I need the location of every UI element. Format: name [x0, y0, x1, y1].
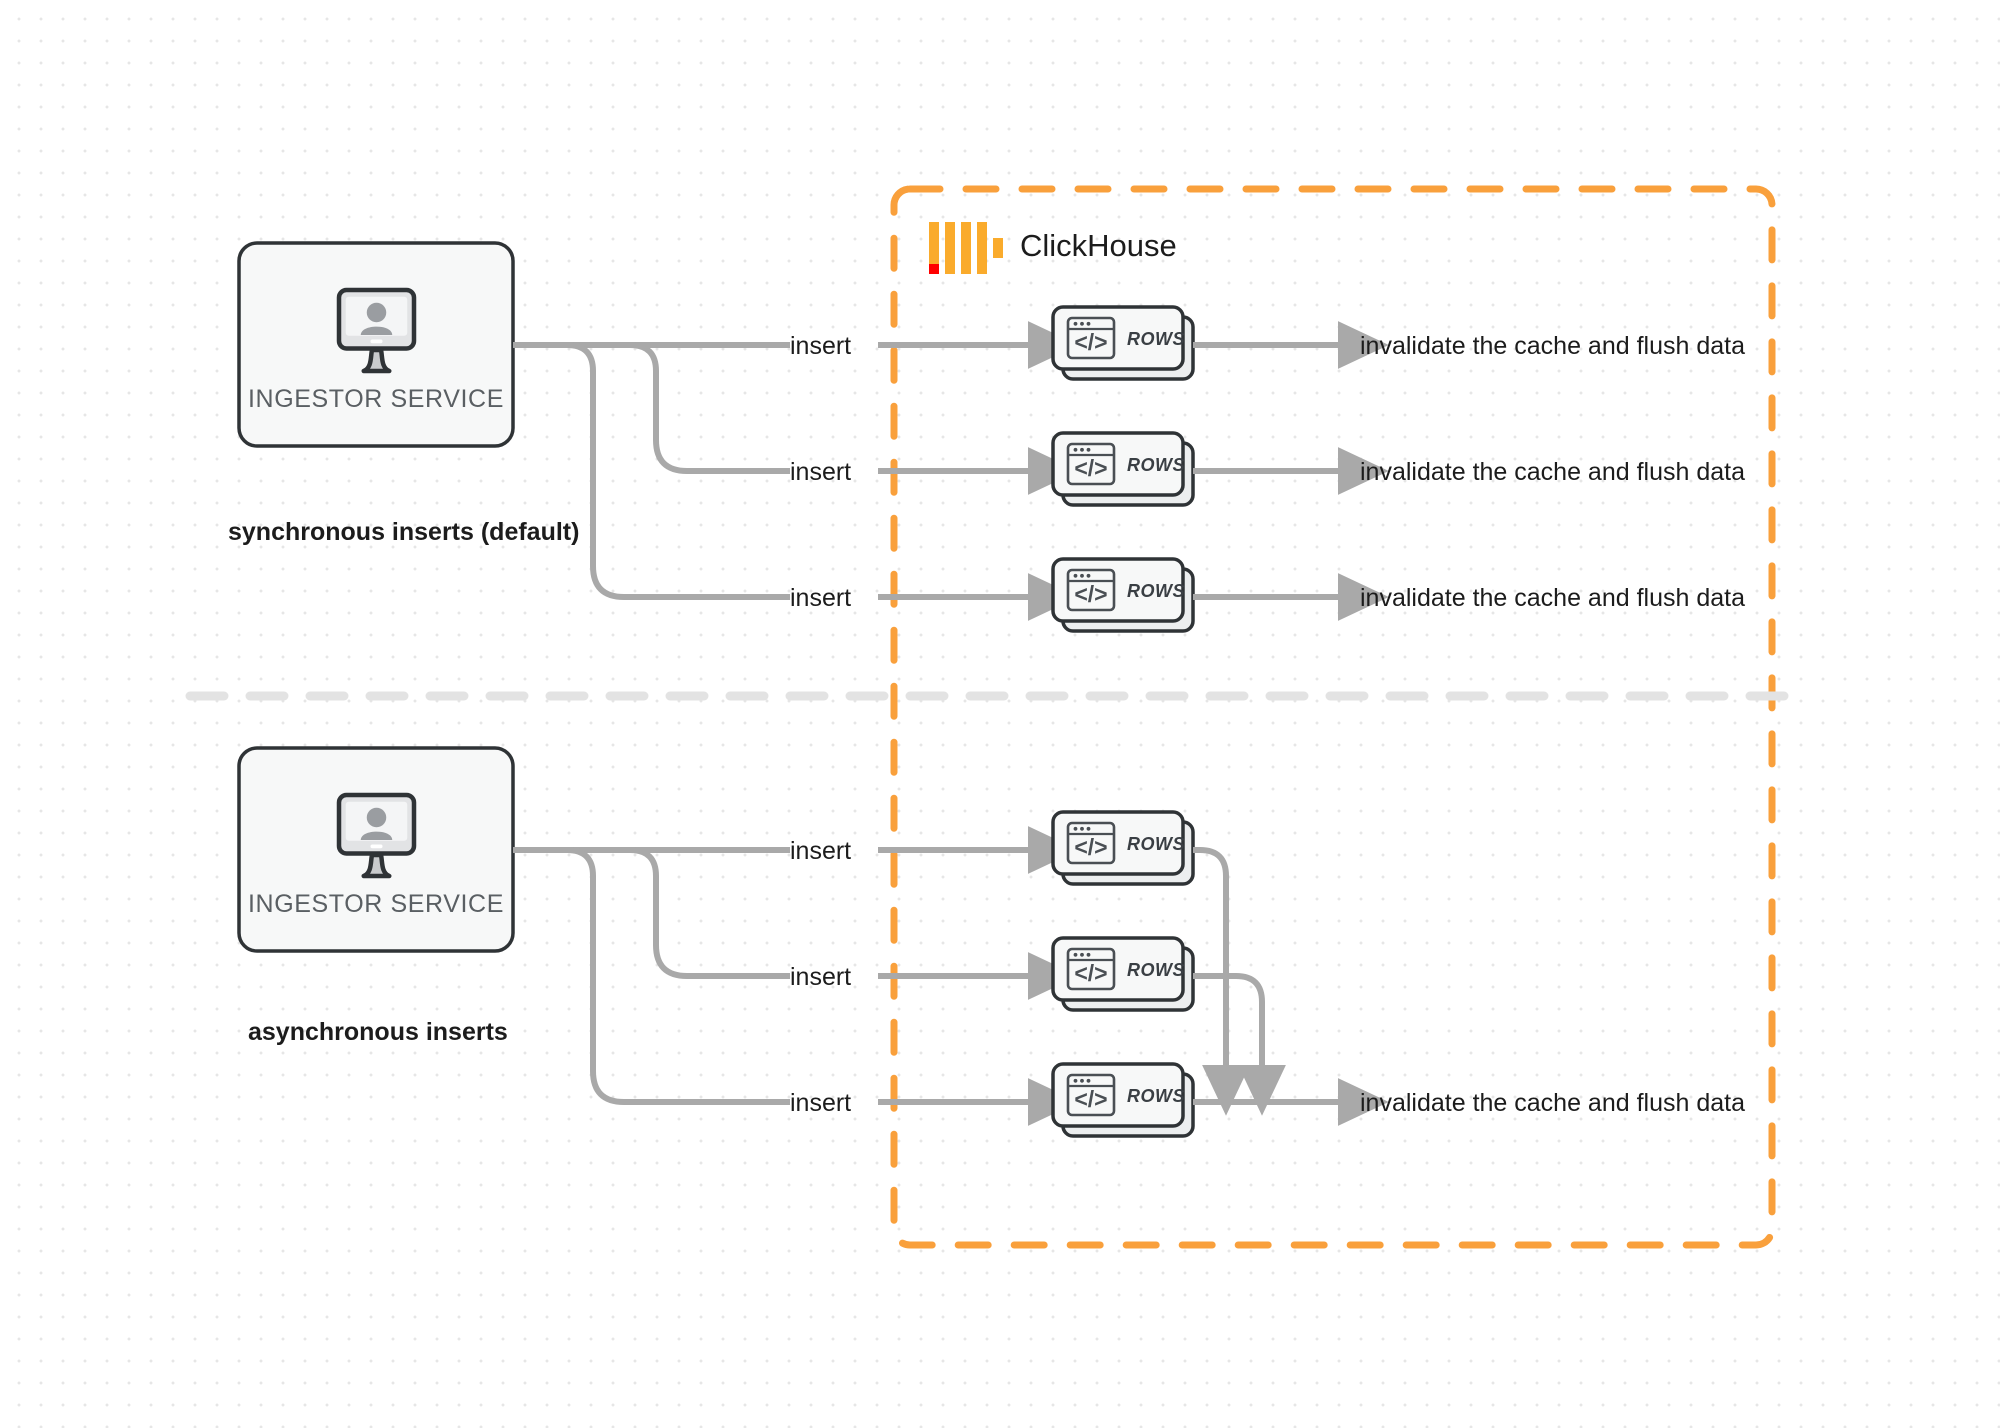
rows-card-async-1[interactable]: ROWS: [1051, 810, 1195, 886]
flow-row-async-1: insert ROWS: [790, 810, 1195, 886]
result-label-sync-2: invalidate the cache and flush data: [1360, 458, 1745, 486]
rows-label-async-3: ROWS: [1127, 1086, 1185, 1106]
section-asynchronous: INGESTOR SERVICE asynchronous inserts in…: [237, 746, 1745, 1138]
section-label-asynchronous: asynchronous inserts: [248, 1018, 508, 1046]
flow-row-sync-3: insert ROWS invalidate the cache and flu…: [790, 557, 1745, 633]
ingestor-service-box-async[interactable]: INGESTOR SERVICE: [237, 746, 515, 953]
rows-label-async-2: ROWS: [1127, 960, 1185, 980]
clickhouse-logo-icon: [929, 222, 1003, 274]
section-synchronous: INGESTOR SERVICE synchronous inserts (de…: [228, 241, 1745, 633]
rows-card-sync-1[interactable]: ROWS: [1051, 305, 1195, 381]
edge-label-insert-sync-2: insert: [790, 458, 851, 486]
rows-label-sync-3: ROWS: [1127, 581, 1185, 601]
rows-card-async-3[interactable]: ROWS: [1051, 1062, 1195, 1138]
result-label-sync-3: invalidate the cache and flush data: [1360, 584, 1745, 612]
rows-label-async-1: ROWS: [1127, 834, 1185, 854]
section-label-synchronous: synchronous inserts (default): [228, 518, 579, 546]
code-window-icon: [1066, 568, 1116, 612]
code-window-icon: [1066, 821, 1116, 865]
result-label-sync-1: invalidate the cache and flush data: [1360, 332, 1745, 360]
clickhouse-boundary: [890, 185, 1776, 1249]
edge-label-insert-async-1: insert: [790, 837, 851, 865]
rows-card-sync-3[interactable]: ROWS: [1051, 557, 1195, 633]
code-window-icon: [1066, 442, 1116, 486]
connector-async-3: [513, 847, 790, 1105]
rows-label-sync-2: ROWS: [1127, 455, 1185, 475]
flow-row-async-2: insert ROWS: [790, 936, 1195, 1012]
connector-async-2: [513, 847, 790, 979]
code-window-icon: [1066, 316, 1116, 360]
ingestor-service-label-async: INGESTOR SERVICE: [248, 890, 504, 918]
ingestor-service-box-sync[interactable]: INGESTOR SERVICE: [237, 241, 515, 448]
rows-card-sync-2[interactable]: ROWS: [1051, 431, 1195, 507]
connector-sync-2: [513, 342, 790, 474]
connector-sync-3: [513, 342, 790, 600]
result-label-async: invalidate the cache and flush data: [1360, 1089, 1745, 1117]
flow-row-sync-1: insert ROWS invalidate the cache and flu…: [790, 305, 1745, 381]
rows-card-async-2[interactable]: ROWS: [1051, 936, 1195, 1012]
connector-async-merge-2: [1193, 973, 1286, 1116]
flow-row-sync-2: insert ROWS invalidate the cache and flu…: [790, 431, 1745, 507]
flow-row-async-3: insert ROWS: [790, 1062, 1195, 1138]
edge-label-insert-async-3: insert: [790, 1089, 851, 1117]
code-window-icon: [1066, 1073, 1116, 1117]
edge-label-insert-async-2: insert: [790, 963, 851, 991]
edge-label-insert-sync-1: insert: [790, 332, 851, 360]
edge-label-insert-sync-3: insert: [790, 584, 851, 612]
connector-async-merge-1: [1193, 847, 1250, 1116]
rows-label-sync-1: ROWS: [1127, 329, 1185, 349]
code-window-icon: [1066, 947, 1116, 991]
ingestor-service-label-sync: INGESTOR SERVICE: [248, 385, 504, 413]
clickhouse-brand-label: ClickHouse: [1020, 228, 1177, 263]
